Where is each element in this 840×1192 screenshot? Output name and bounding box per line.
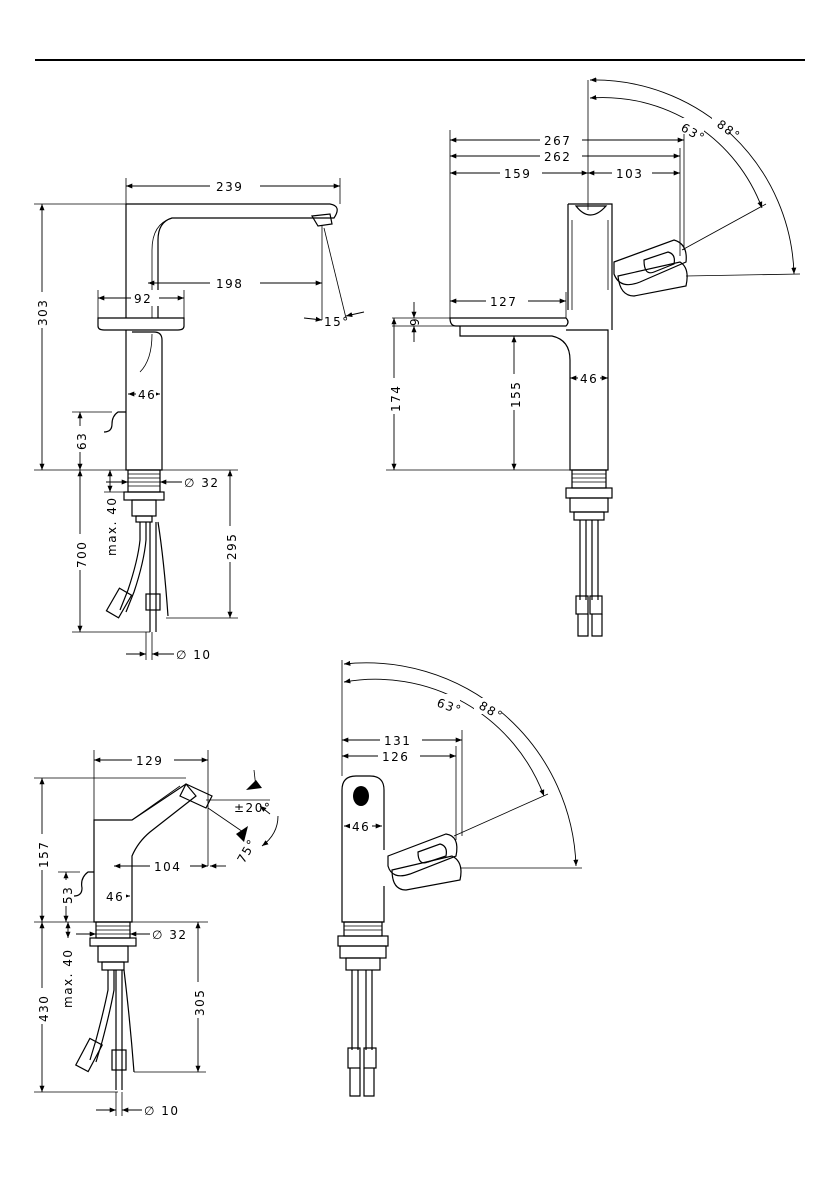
dim-126: 126 bbox=[382, 750, 409, 764]
dim-430: 430 bbox=[37, 995, 51, 1022]
dim-129: 129 bbox=[136, 754, 163, 768]
dim-174: 174 bbox=[389, 385, 403, 412]
dim-157: 157 bbox=[37, 841, 51, 868]
faucet-side-view: 239 198 92 15° 303 46 63 ∅ 32 max. 40 bbox=[34, 178, 364, 662]
dim-267: 267 bbox=[544, 134, 571, 148]
bidet-front-view: 131 126 46 63° 88° bbox=[338, 660, 582, 1096]
front-body bbox=[568, 204, 612, 310]
dim-131: 131 bbox=[384, 734, 411, 748]
dim-46-bidet-front: 46 bbox=[352, 820, 370, 834]
faucet-front-view: 267 262 159 103 127 9 174 155 46 bbox=[386, 80, 800, 636]
hose-right bbox=[150, 522, 156, 632]
dim-103: 103 bbox=[616, 167, 643, 181]
dim-max-40-bidet: max. 40 bbox=[61, 948, 75, 1008]
dim-295: 295 bbox=[225, 533, 239, 560]
dim-max-40: max. 40 bbox=[105, 496, 119, 556]
dim-63: 63 bbox=[75, 432, 89, 450]
dim-700: 700 bbox=[75, 541, 89, 568]
dim-46: 46 bbox=[138, 388, 156, 402]
front-deck bbox=[450, 318, 568, 326]
front-lever bbox=[614, 240, 686, 285]
lever bbox=[104, 412, 126, 432]
dim-15-deg: 15° bbox=[324, 315, 350, 329]
dim-53: 53 bbox=[61, 886, 75, 904]
dim-303: 303 bbox=[36, 299, 50, 326]
dim-127: 127 bbox=[490, 295, 517, 309]
dim-104: 104 bbox=[154, 860, 181, 874]
base-plate bbox=[98, 318, 184, 330]
dim-239: 239 bbox=[216, 180, 243, 194]
bidet-side-view: 129 104 ±20° 75° 157 53 46 ∅ 32 max. 40 bbox=[34, 750, 278, 1118]
dim-155: 155 bbox=[509, 381, 523, 408]
dim-thread-32-bidet: ∅ 32 bbox=[152, 928, 188, 942]
dim-hose-10: ∅ 10 bbox=[176, 648, 212, 662]
dim-75-deg: 75° bbox=[234, 836, 259, 865]
dim-thread-32: ∅ 32 bbox=[184, 476, 220, 490]
dim-92: 92 bbox=[134, 292, 152, 306]
dim-20-deg: ±20° bbox=[234, 801, 271, 815]
dim-262: 262 bbox=[544, 150, 571, 164]
dim-9: 9 bbox=[408, 317, 422, 326]
dim-198: 198 bbox=[216, 277, 243, 291]
dim-159: 159 bbox=[504, 167, 531, 181]
dim-305: 305 bbox=[193, 989, 207, 1016]
thread bbox=[128, 470, 160, 492]
dim-46-front: 46 bbox=[580, 372, 598, 386]
dim-hose-10-bidet: ∅ 10 bbox=[144, 1104, 180, 1118]
dim-46-bidet: 46 bbox=[106, 890, 124, 904]
spout-tip bbox=[312, 214, 332, 226]
